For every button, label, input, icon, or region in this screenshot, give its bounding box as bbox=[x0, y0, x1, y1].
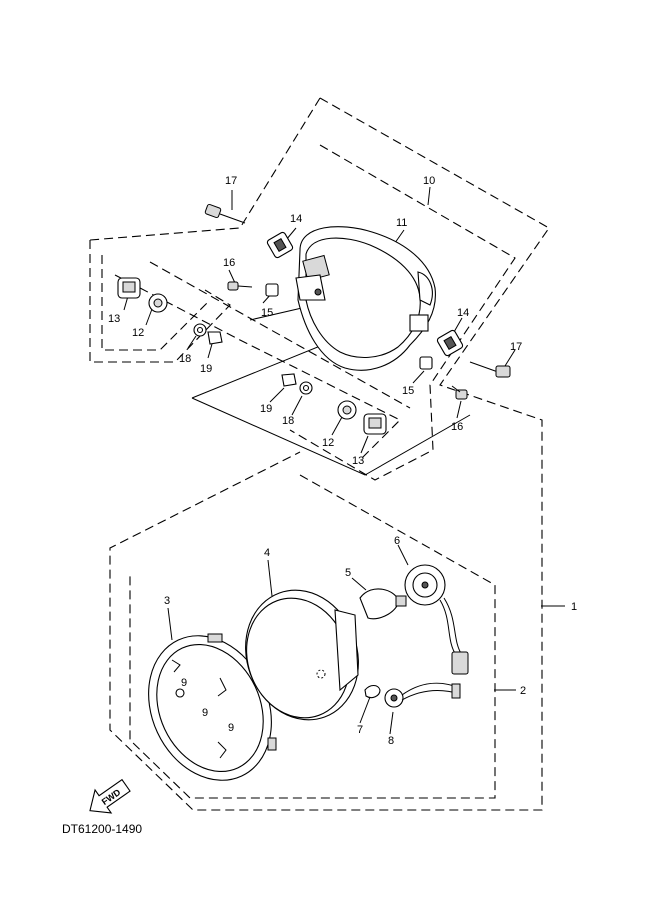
callout-2: 2 bbox=[520, 685, 526, 697]
callout-15b: 15 bbox=[402, 385, 414, 397]
callout-9a: 9 bbox=[181, 677, 187, 689]
callout-11: 11 bbox=[396, 217, 407, 229]
callout-7: 7 bbox=[357, 724, 363, 736]
clip-9-c bbox=[217, 741, 227, 759]
clip-9-a bbox=[171, 659, 181, 673]
callout-19b: 19 bbox=[260, 403, 272, 415]
grommet-14-right bbox=[436, 329, 464, 357]
callout-labels: 1 2 3 4 5 6 7 8 9 9 9 10 11 12 12 13 13 … bbox=[108, 175, 577, 747]
callout-17b: 17 bbox=[510, 341, 522, 353]
assembly-boundary-2 bbox=[129, 474, 496, 799]
nut-15-right bbox=[419, 356, 433, 370]
socket-6 bbox=[404, 564, 469, 675]
rim-3 bbox=[148, 633, 277, 781]
bolt-17-right bbox=[469, 361, 511, 378]
assembly-boundary-10 bbox=[289, 144, 516, 481]
callout-3: 3 bbox=[164, 595, 170, 607]
callout-15a: 15 bbox=[261, 307, 273, 319]
subassembly-boundary-left bbox=[89, 97, 321, 363]
callout-13a: 13 bbox=[108, 313, 120, 325]
callout-6: 6 bbox=[394, 535, 400, 547]
callout-17a: 17 bbox=[225, 175, 237, 187]
nut-19-left bbox=[207, 331, 223, 345]
assembly-boundary-1 bbox=[109, 97, 550, 811]
callout-13b: 13 bbox=[352, 455, 364, 467]
bulb-5 bbox=[359, 588, 407, 620]
callout-9b: 9 bbox=[202, 707, 208, 719]
grommet-14-left bbox=[266, 231, 294, 259]
callout-18a: 18 bbox=[179, 353, 191, 365]
callout-19a: 19 bbox=[200, 363, 212, 375]
callout-8: 8 bbox=[388, 735, 394, 747]
callout-5: 5 bbox=[345, 567, 351, 579]
nut-15-left bbox=[265, 283, 279, 297]
headlight-housing bbox=[295, 226, 436, 371]
washer-18-right bbox=[299, 381, 313, 395]
callout-12b: 12 bbox=[322, 437, 334, 449]
bulb-socket-8 bbox=[384, 682, 461, 708]
callout-4: 4 bbox=[264, 547, 270, 559]
callout-10: 10 bbox=[423, 175, 435, 187]
screw-16-right bbox=[451, 385, 468, 400]
callout-16a: 16 bbox=[223, 257, 235, 269]
lens-unit-4 bbox=[245, 589, 359, 721]
clip-9-b bbox=[217, 677, 227, 697]
subassembly-boundary-center bbox=[114, 261, 411, 461]
callout-14a: 14 bbox=[290, 213, 302, 225]
bolt-17-left bbox=[204, 203, 246, 224]
bushing-12-right bbox=[337, 400, 357, 420]
position-bulb-7 bbox=[364, 684, 381, 699]
collar-13-left bbox=[117, 277, 141, 299]
screw-16-left bbox=[227, 281, 253, 291]
callout-16b: 16 bbox=[451, 421, 463, 433]
collar-13-right bbox=[363, 413, 387, 435]
callout-9c: 9 bbox=[228, 722, 234, 734]
callout-1: 1 bbox=[571, 601, 577, 613]
washer-18-left bbox=[193, 323, 207, 337]
nut-19-right bbox=[281, 373, 297, 387]
callout-18b: 18 bbox=[282, 415, 294, 427]
diagram-code: DT61200-1490 bbox=[62, 822, 142, 836]
fwd-arrow-icon: FWD bbox=[89, 778, 131, 814]
callout-14b: 14 bbox=[457, 307, 469, 319]
callout-12a: 12 bbox=[132, 327, 144, 339]
bushing-12-left bbox=[148, 293, 168, 313]
